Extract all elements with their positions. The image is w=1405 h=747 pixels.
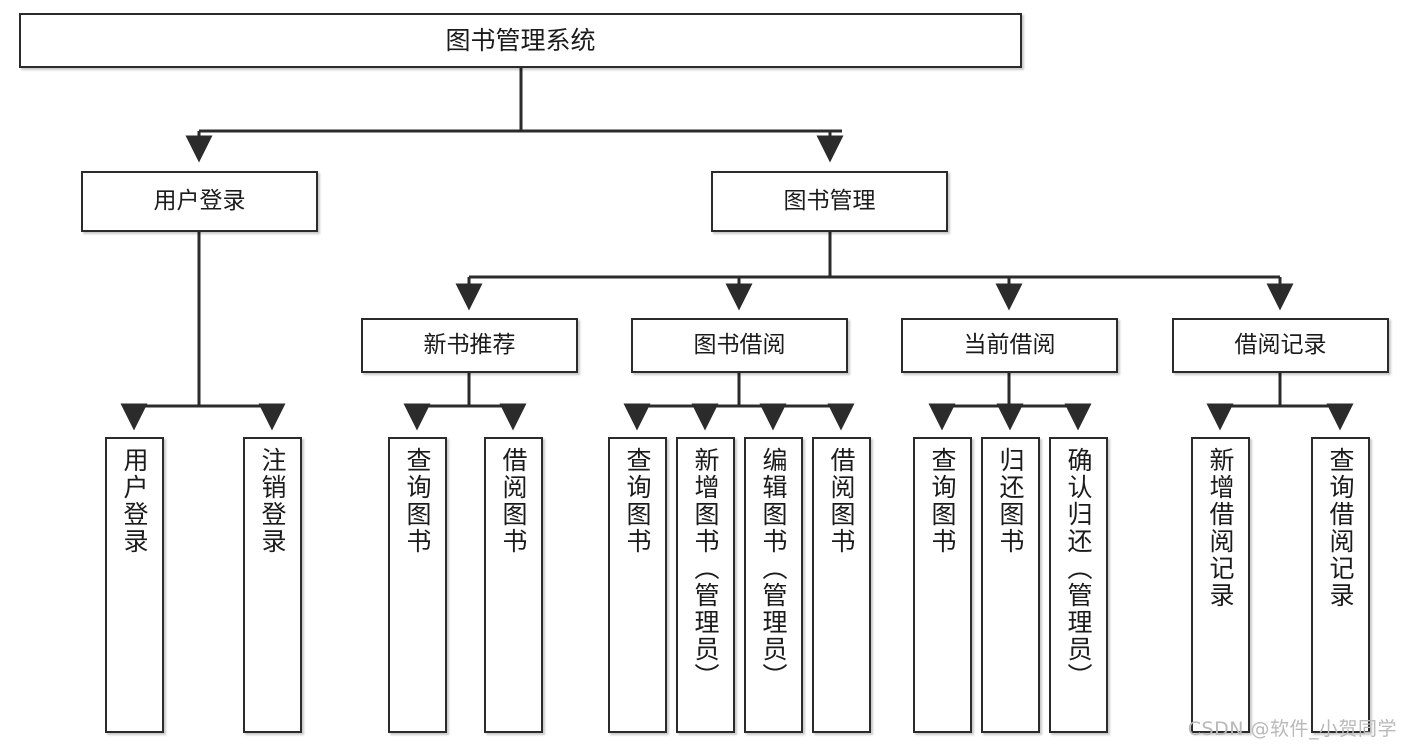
node-leaf-user-login-label: 用户登录 xyxy=(120,447,149,555)
node-leaf-borrow-book[interactable]: 借阅图书 xyxy=(812,437,871,733)
node-leaf-logout-label: 注销登录 xyxy=(258,447,287,555)
node-leaf-borrow-book-label: 借阅图书 xyxy=(827,447,856,555)
node-user-login-label: 用户登录 xyxy=(153,187,246,214)
node-leaf-user-login[interactable]: 用户登录 xyxy=(105,437,164,733)
node-leaf-query-book-rec[interactable]: 查询图书 xyxy=(388,437,447,733)
node-leaf-confirm-return-label: 确认归还（管理员） xyxy=(1064,447,1093,690)
node-book-manage[interactable]: 图书管理 xyxy=(711,171,948,232)
node-leaf-add-book[interactable]: 新增图书（管理员） xyxy=(676,437,735,733)
node-root-label: 图书管理系统 xyxy=(445,25,596,55)
node-borrow-record-label: 借阅记录 xyxy=(1234,331,1327,358)
node-leaf-query-book-cur-label: 查询图书 xyxy=(928,447,957,555)
node-borrow-record[interactable]: 借阅记录 xyxy=(1172,318,1389,373)
node-leaf-query-record-label: 查询借阅记录 xyxy=(1326,447,1355,609)
node-leaf-query-book-cur[interactable]: 查询图书 xyxy=(913,437,972,733)
node-leaf-query-record[interactable]: 查询借阅记录 xyxy=(1311,437,1370,733)
node-leaf-add-record-label: 新增借阅记录 xyxy=(1206,447,1235,609)
node-current-borrow-label: 当前借阅 xyxy=(963,331,1056,358)
node-leaf-confirm-return[interactable]: 确认归还（管理员） xyxy=(1049,437,1108,733)
node-leaf-logout[interactable]: 注销登录 xyxy=(243,437,302,733)
node-leaf-query-book-rec-label: 查询图书 xyxy=(403,447,432,555)
node-new-book-rec-label: 新书推荐 xyxy=(423,331,516,358)
node-current-borrow[interactable]: 当前借阅 xyxy=(901,318,1118,373)
node-leaf-add-record[interactable]: 新增借阅记录 xyxy=(1191,437,1250,733)
node-leaf-borrow-book-rec-label: 借阅图书 xyxy=(499,447,528,555)
node-leaf-borrow-book-rec[interactable]: 借阅图书 xyxy=(484,437,543,733)
node-book-borrow-label: 图书借阅 xyxy=(693,331,786,358)
node-leaf-add-book-label: 新增图书（管理员） xyxy=(691,447,720,690)
node-root[interactable]: 图书管理系统 xyxy=(19,13,1022,68)
node-leaf-return-book[interactable]: 归还图书 xyxy=(981,437,1040,733)
node-book-manage-label: 图书管理 xyxy=(783,187,876,214)
node-leaf-query-book-borrow[interactable]: 查询图书 xyxy=(608,437,667,733)
node-book-borrow[interactable]: 图书借阅 xyxy=(631,318,848,373)
node-new-book-rec[interactable]: 新书推荐 xyxy=(361,318,578,373)
node-leaf-return-book-label: 归还图书 xyxy=(996,447,1025,555)
node-user-login[interactable]: 用户登录 xyxy=(81,171,318,232)
node-leaf-query-book-borrow-label: 查询图书 xyxy=(623,447,652,555)
node-leaf-edit-book-label: 编辑图书（管理员） xyxy=(759,447,788,690)
node-leaf-edit-book[interactable]: 编辑图书（管理员） xyxy=(744,437,803,733)
